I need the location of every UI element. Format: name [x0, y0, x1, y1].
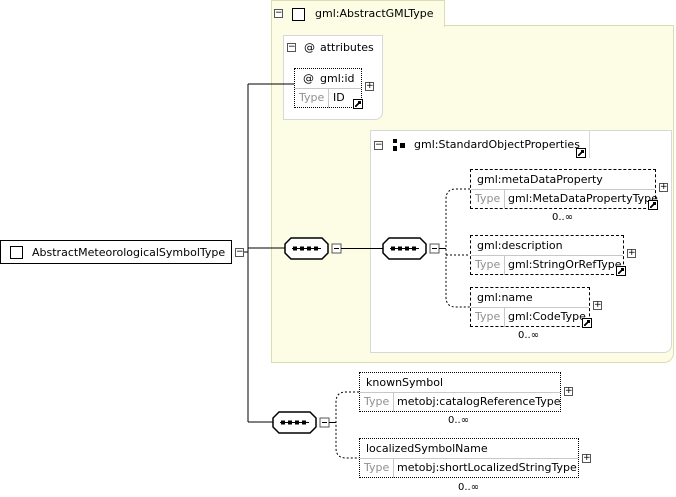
element-type-row: Type gml:StringOrRefType: [471, 255, 623, 276]
type-label: Type: [475, 258, 501, 271]
type-label: Type: [364, 461, 390, 474]
attribute-type-row: Type ID: [295, 88, 361, 109]
element-type-row: Type metobj:catalogReferenceType: [360, 392, 561, 413]
type-divider: [504, 190, 505, 209]
checkbox-icon: [292, 8, 305, 21]
sequence-compositor-3[interactable]: [272, 411, 317, 434]
type-label: Type: [299, 91, 325, 104]
type-value: metobj:shortLocalizedStringType: [397, 461, 577, 474]
element-name: localizedSymbolName: [366, 442, 488, 455]
type-divider: [328, 89, 329, 108]
base-type-label: gml:AbstractGMLType: [315, 7, 434, 20]
expand-icon[interactable]: +: [582, 453, 591, 463]
attributes-symbol: @: [304, 41, 315, 54]
type-value: gml:StringOrRefType: [508, 258, 622, 271]
expand-icon[interactable]: +: [564, 386, 573, 396]
type-divider: [393, 459, 394, 478]
element-name-gml[interactable]: gml:name Type gml:CodeType: [470, 287, 590, 327]
type-label: Type: [475, 310, 501, 323]
element-type-row: Type gml:MetaDataPropertyType: [471, 189, 658, 210]
attribute-name: gml:id: [320, 72, 355, 85]
element-description[interactable]: gml:description Type gml:StringOrRefType: [470, 235, 624, 275]
element-type-row: Type metobj:shortLocalizedStringType: [360, 458, 578, 479]
type-link-icon[interactable]: [616, 266, 626, 276]
attributes-collapse-icon[interactable]: −: [287, 42, 296, 52]
expand-icon[interactable]: +: [365, 81, 374, 91]
group-link-icon[interactable]: [576, 148, 586, 158]
element-name: knownSymbol: [366, 376, 444, 389]
element-metadataproperty[interactable]: gml:metaDataProperty Type gml:MetaDataPr…: [470, 169, 658, 210]
element-type-row: Type gml:CodeType: [471, 307, 589, 328]
occurs-label: 0..∞: [458, 482, 480, 493]
checkbox-icon: [10, 246, 23, 259]
type-value: ID: [333, 91, 345, 104]
type-link-icon[interactable]: [582, 318, 592, 328]
occurs-label: 0..∞: [552, 212, 574, 223]
element-name: gml:name: [477, 291, 533, 304]
group-icon: [393, 139, 405, 151]
type-value: metobj:catalogReferenceType: [397, 395, 561, 408]
root-label: AbstractMeteorologicalSymbolType: [32, 246, 226, 259]
occurs-label: 0..∞: [518, 330, 540, 341]
root-collapse-icon[interactable]: −: [235, 247, 244, 257]
type-link-icon[interactable]: [648, 200, 658, 210]
attribute-gml-id[interactable]: @ gml:id Type ID: [294, 68, 362, 108]
sequence-compositor-1[interactable]: [284, 237, 329, 260]
expand-icon[interactable]: +: [659, 182, 668, 192]
element-name: gml:description: [477, 239, 563, 252]
element-name: gml:metaDataProperty: [477, 173, 603, 186]
element-knownsymbol[interactable]: knownSymbol Type metobj:catalogReference…: [359, 372, 561, 412]
attributes-label: attributes: [320, 41, 374, 54]
type-link-icon[interactable]: [353, 99, 363, 109]
expand-icon[interactable]: +: [593, 300, 602, 310]
type-value: gml:CodeType: [508, 310, 586, 323]
type-value: gml:MetaDataPropertyType: [508, 192, 658, 205]
occurs-label: 0..∞: [448, 415, 470, 426]
root-complex-type[interactable]: AbstractMeteorologicalSymbolType: [0, 240, 232, 264]
element-localizedsymbolname[interactable]: localizedSymbolName Type metobj:shortLoc…: [359, 438, 579, 478]
group-collapse-icon[interactable]: −: [374, 140, 383, 150]
type-divider: [504, 308, 505, 327]
type-label: Type: [364, 395, 390, 408]
attribute-symbol: @: [303, 72, 314, 85]
type-divider: [504, 256, 505, 275]
type-divider: [393, 393, 394, 412]
group-label: gml:StandardObjectProperties: [414, 138, 580, 151]
expand-icon[interactable]: +: [627, 248, 636, 258]
extension-collapse-icon[interactable]: −: [274, 8, 283, 18]
type-label: Type: [475, 192, 501, 205]
sequence-compositor-2[interactable]: [382, 237, 427, 260]
group-header: [370, 130, 590, 158]
